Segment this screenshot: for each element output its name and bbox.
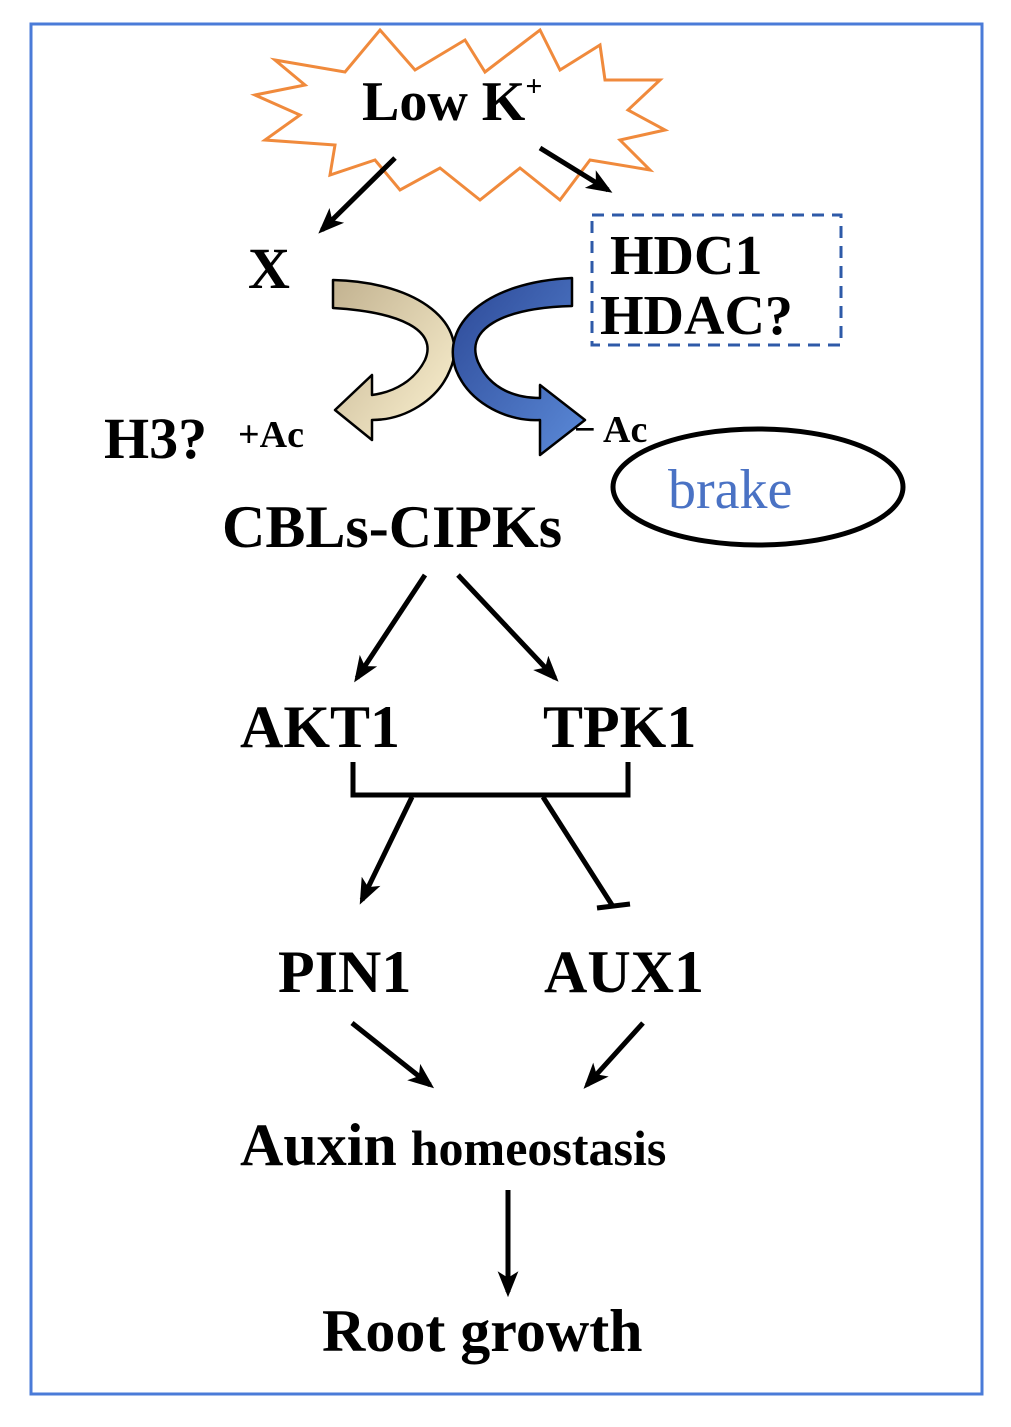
- low-k-starburst: [250, 27, 670, 203]
- aux1-label: AUX1: [544, 939, 704, 1005]
- brake-label: brake: [668, 459, 792, 521]
- arrow-cbls-to-tpk1: [456, 573, 559, 682]
- h3-label: H3?: [104, 406, 207, 471]
- hdc1-label: HDC1: [610, 225, 762, 287]
- inhibition-to-aux1: [540, 795, 615, 907]
- arrow-pin1-to-auxin: [350, 1021, 435, 1089]
- akt1-label: AKT1: [240, 694, 400, 760]
- minus-ac-label: − Ac: [574, 409, 647, 451]
- hdc1-hdac-box: [590, 213, 843, 347]
- arrow-to-pin1: [359, 795, 415, 905]
- akt1-tpk1-bracket: [350, 762, 631, 798]
- arrow-lowk-to-hdc1: [538, 145, 613, 193]
- hdac-label: HDAC?: [600, 285, 793, 347]
- arrow-cbls-to-akt1: [354, 573, 428, 683]
- arrow-lowk-to-x: [318, 156, 397, 234]
- root-growth-label: Root growth: [322, 1298, 643, 1364]
- plus-ac-label: +Ac: [238, 414, 304, 456]
- deacetylation-arrow: [451, 276, 587, 457]
- brake-ellipse: [610, 426, 906, 548]
- outer-frame: [29, 22, 984, 1396]
- pin1-label: PIN1: [278, 939, 411, 1005]
- low-k-label: Low K+: [362, 70, 542, 133]
- acetylation-arrow: [331, 278, 456, 442]
- x-label: X: [248, 236, 290, 301]
- cbls-cipks-label: CBLs-CIPKs: [222, 494, 562, 560]
- inhibition-bar-aux1: [596, 901, 631, 911]
- arrow-aux1-to-auxin: [583, 1021, 645, 1089]
- tpk1-label: TPK1: [543, 694, 696, 760]
